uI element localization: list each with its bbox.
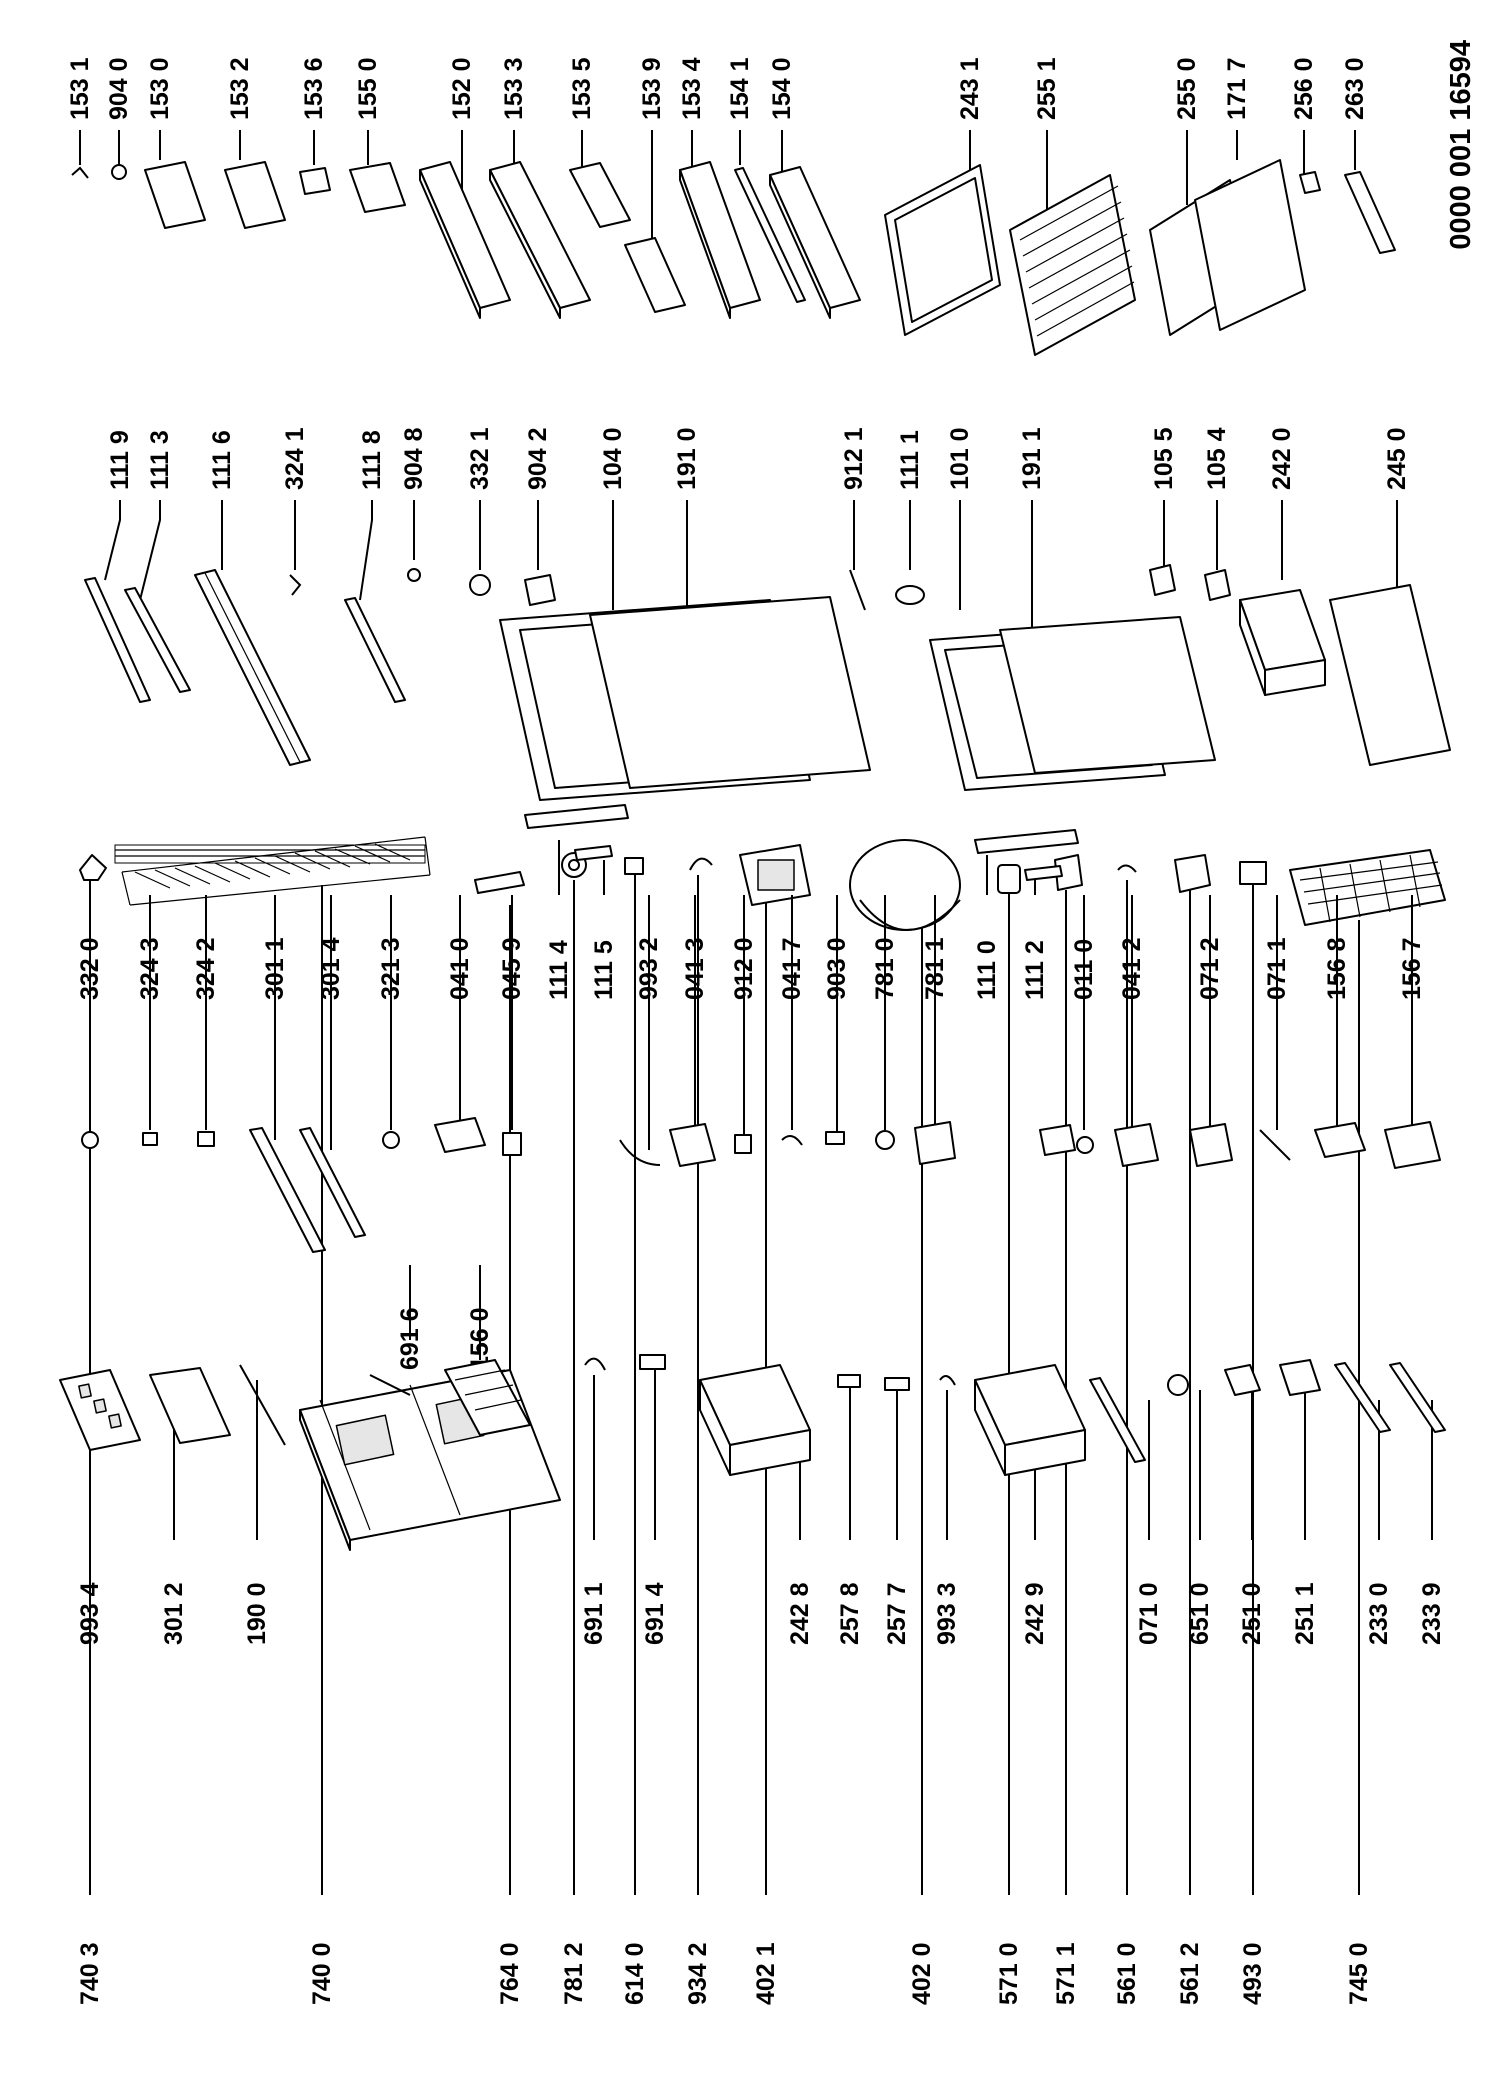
refrigerator-cabinet bbox=[299, 1369, 561, 1551]
part-number-label: 993 4 bbox=[76, 1582, 104, 1645]
part-number-label: 904 0 bbox=[105, 57, 133, 120]
column-3-labels: 332 0 324 3 324 2 301 1 301 4 321 3 041 … bbox=[76, 937, 1426, 1000]
part-number-label: 242 0 bbox=[1268, 427, 1296, 490]
glass-shelf-1 bbox=[884, 164, 1001, 336]
part-number-label: 257 8 bbox=[836, 1582, 864, 1645]
part-number-label: 255 0 bbox=[1173, 57, 1201, 120]
part-number-label: 190 0 bbox=[243, 1582, 271, 1645]
column-4-labels: 111 9 111 3 111 6 324 1 111 8 904 8 332 … bbox=[106, 427, 1411, 490]
part-number-label: 571 0 bbox=[995, 1942, 1023, 2005]
part-number-label: 111 6 bbox=[208, 430, 236, 490]
part-number-label: 614 0 bbox=[621, 1942, 649, 2005]
part-number-label: 740 0 bbox=[308, 1942, 336, 2005]
column-3-parts bbox=[81, 804, 1441, 1253]
part-number-label: 242 8 bbox=[786, 1582, 814, 1645]
door-shelf-1 bbox=[419, 161, 511, 319]
part-number-label: 691 4 bbox=[641, 1582, 669, 1645]
column-3-leaders bbox=[89, 840, 1413, 1150]
column-4-parts bbox=[84, 564, 1451, 801]
part-number-label: 251 0 bbox=[1238, 1582, 1266, 1645]
part-number-label: 105 5 bbox=[1150, 427, 1178, 490]
part-number-label: 154 0 bbox=[768, 57, 796, 120]
part-number-label: 233 0 bbox=[1365, 1582, 1393, 1645]
part-number-label: 745 0 bbox=[1345, 1942, 1373, 2005]
part-number-label: 740 3 bbox=[76, 1942, 104, 2005]
part-number-label: 105 4 bbox=[1203, 427, 1231, 490]
part-number-label: 153 1 bbox=[66, 57, 94, 120]
part-number-label: 111 8 bbox=[358, 430, 386, 490]
column-2-labels: 993 4 301 2 190 0 691 6 156 0 691 1 691 … bbox=[76, 1307, 1446, 1645]
condenser-grid bbox=[114, 836, 431, 906]
part-number-label: 402 1 bbox=[752, 1942, 780, 2005]
part-number-label: 571 1 bbox=[1052, 1942, 1080, 2005]
part-number-label: 324 1 bbox=[281, 427, 309, 490]
part-number-label: 111 9 bbox=[106, 430, 134, 490]
column-1-labels: 740 3 740 0 764 0 781 2 614 0 934 2 402 … bbox=[76, 1942, 1373, 2005]
wire-shelf bbox=[1009, 174, 1136, 356]
part-number-label: 251 1 bbox=[1291, 1582, 1319, 1645]
part-number-label: 071 0 bbox=[1135, 1582, 1163, 1645]
part-number-label: 993 3 bbox=[933, 1582, 961, 1645]
column-5-labels: 153 1 904 0 153 0 153 2 153 6 155 0 152 … bbox=[66, 57, 1369, 120]
door-shelf-2 bbox=[489, 161, 591, 319]
part-number-label: 153 4 bbox=[678, 57, 706, 120]
part-number-label: 934 2 bbox=[684, 1942, 712, 2005]
part-number-label: 171 7 bbox=[1223, 57, 1251, 120]
fridge-door bbox=[499, 596, 871, 801]
door-shelf-4 bbox=[769, 166, 861, 319]
freezer-door bbox=[929, 616, 1216, 791]
part-number-label: 402 0 bbox=[908, 1942, 936, 2005]
part-number-label: 111 4 bbox=[545, 940, 573, 1000]
part-number-label: 111 3 bbox=[146, 430, 174, 490]
part-number-label: 332 1 bbox=[466, 427, 494, 490]
part-number-label: 191 1 bbox=[1018, 427, 1046, 490]
part-number-label: 153 5 bbox=[568, 57, 596, 120]
glass-shelf-2 bbox=[1149, 159, 1306, 336]
part-number-label: 191 0 bbox=[673, 427, 701, 490]
part-number-label: 781 2 bbox=[560, 1942, 588, 2005]
part-number-label: 651 0 bbox=[1186, 1582, 1214, 1645]
column-1-parts bbox=[79, 836, 1446, 931]
part-number-label: 153 3 bbox=[500, 57, 528, 120]
part-number-label: 111 2 bbox=[1021, 940, 1049, 1000]
column-2-parts bbox=[59, 1354, 1446, 1551]
part-number-label: 111 0 bbox=[973, 940, 1001, 1000]
part-number-label: 263 0 bbox=[1341, 57, 1369, 120]
crisper-box bbox=[1239, 589, 1326, 696]
part-number-label: 111 1 bbox=[896, 430, 924, 490]
part-number-label: 153 2 bbox=[226, 57, 254, 120]
part-number-label: 561 2 bbox=[1176, 1942, 1204, 2005]
part-number-label: 904 2 bbox=[524, 427, 552, 490]
part-number-label: 233 9 bbox=[1418, 1582, 1446, 1645]
part-number-label: 243 1 bbox=[956, 57, 984, 120]
part-number-label: 255 1 bbox=[1033, 57, 1061, 120]
part-number-label: 104 0 bbox=[599, 427, 627, 490]
part-number-label: 691 1 bbox=[580, 1582, 608, 1645]
freezer-drawer-upper bbox=[699, 1364, 811, 1476]
part-number-label: 301 2 bbox=[160, 1582, 188, 1645]
part-number-label: 561 0 bbox=[1113, 1942, 1141, 2005]
part-number-label: 101 0 bbox=[946, 427, 974, 490]
part-number-label: 153 0 bbox=[146, 57, 174, 120]
part-number-label: 154 1 bbox=[726, 57, 754, 120]
part-number-label: 153 6 bbox=[300, 57, 328, 120]
part-number-label: 245 0 bbox=[1383, 427, 1411, 490]
part-number-label: 111 5 bbox=[590, 940, 618, 1000]
part-number-label: 493 0 bbox=[1239, 1942, 1267, 2005]
part-number-label: 904 8 bbox=[400, 427, 428, 490]
column-5-parts bbox=[71, 159, 1396, 356]
document-number: 0000 001 16594 bbox=[1445, 40, 1477, 250]
part-number-label: 912 1 bbox=[840, 427, 868, 490]
freezer-drawer-lower bbox=[974, 1364, 1086, 1476]
part-number-label: 152 0 bbox=[448, 57, 476, 120]
part-number-label: 242 9 bbox=[1021, 1582, 1049, 1645]
part-number-label: 764 0 bbox=[496, 1942, 524, 2005]
rear-grille bbox=[1289, 849, 1446, 926]
door-shelf-3 bbox=[679, 161, 761, 319]
part-number-label: 153 9 bbox=[638, 57, 666, 120]
part-number-label: 155 0 bbox=[354, 57, 382, 120]
part-number-label: 257 7 bbox=[883, 1582, 911, 1645]
part-number-label: 256 0 bbox=[1290, 57, 1318, 120]
